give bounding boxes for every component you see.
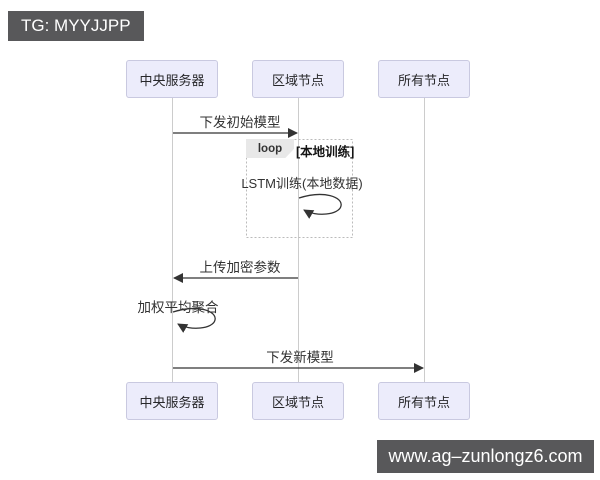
message-label-upload-params: 上传加密参数 [199,260,281,275]
loop-keyword-tab: loop [246,139,294,158]
watermark-top-text: TG: MYYJJPP [21,16,131,35]
message-label-initial-model: 下发初始模型 [199,115,281,130]
message-label-new-model: 下发新模型 [266,350,334,365]
message-label-aggregation: 加权平均聚合 [137,300,219,315]
message-label-lstm-training: LSTM训练(本地数据) [241,176,363,191]
actor-bottom-regional-node: 区域节点 [252,382,344,420]
actor-top-central-server: 中央服务器 [126,60,218,98]
actor-label: 所有节点 [397,394,450,410]
actor-label: 中央服务器 [139,72,205,88]
self-loop-arrow-central [172,307,216,333]
actor-bottom-all-nodes: 所有节点 [378,382,470,420]
actor-top-all-nodes: 所有节点 [378,60,470,98]
actor-label: 区域节点 [271,394,324,410]
actor-label: 所有节点 [397,72,450,88]
actor-top-regional-node: 区域节点 [252,60,344,98]
actor-bottom-central-server: 中央服务器 [126,382,218,420]
actor-label: 中央服务器 [139,394,205,410]
watermark-bottom-badge: www.ag–zunlongz6.com [377,440,594,473]
watermark-top-badge: TG: MYYJJPP [8,11,144,41]
loop-condition-label: [本地训练] [296,145,355,159]
actor-label: 区域节点 [271,72,324,88]
loop-keyword-label: loop [257,142,283,155]
self-loop-arrow-regional [298,193,342,219]
watermark-bottom-text: www.ag–zunlongz6.com [388,446,583,466]
loop-frame-rect [246,139,353,238]
